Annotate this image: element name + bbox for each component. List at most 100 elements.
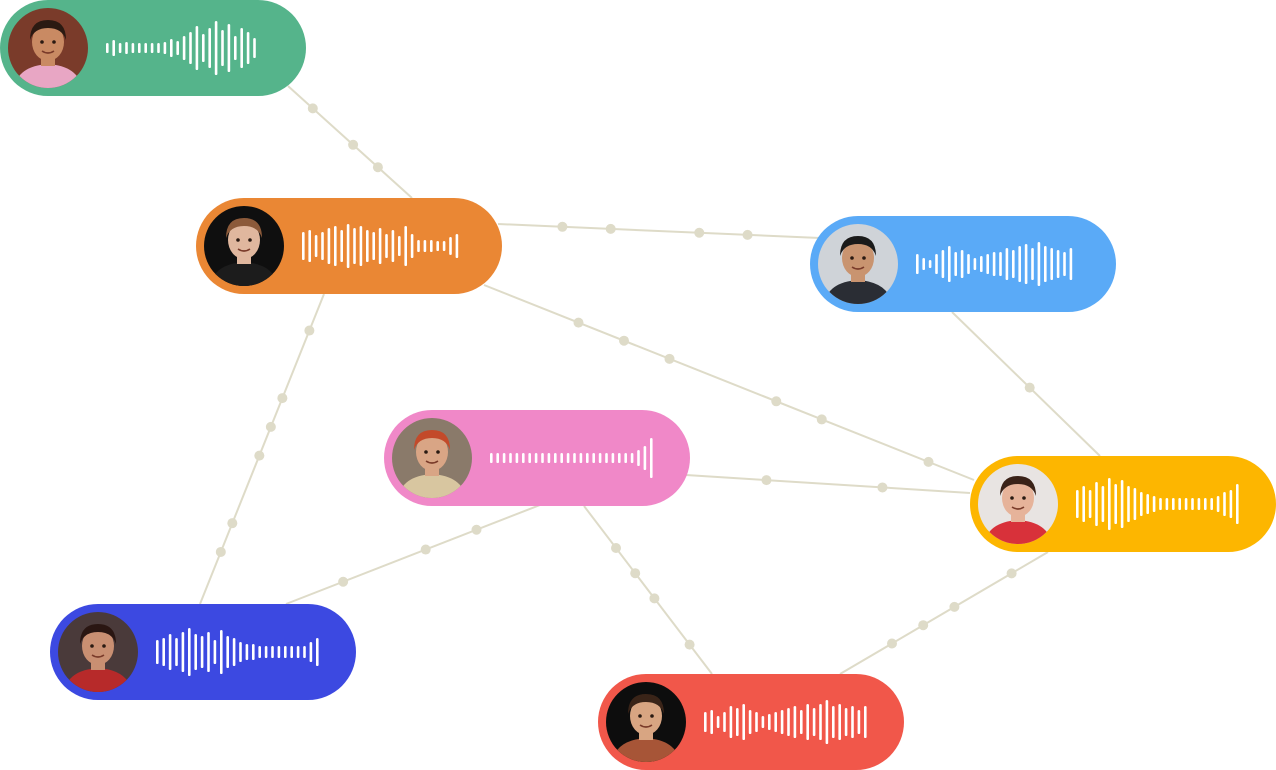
waveform-bar: [359, 226, 363, 266]
edge-dot: [949, 601, 960, 612]
waveform-bar: [1159, 498, 1162, 510]
waveform-bar: [200, 636, 204, 668]
waveform-bar: [309, 642, 313, 662]
waveform-bar: [187, 628, 191, 676]
waveform-bar: [729, 706, 733, 738]
waveform-bar: [436, 241, 439, 251]
waveform-bar: [283, 646, 287, 658]
waveform-bar: [449, 237, 452, 255]
waveform-bar: [605, 453, 608, 463]
waveform-bar: [201, 34, 205, 62]
waveform-bar: [973, 258, 977, 270]
waveform-bar: [321, 232, 324, 260]
edge-dot: [877, 482, 888, 493]
waveform-bar: [1012, 250, 1015, 278]
waveform-icon: [704, 700, 867, 744]
waveform-bar: [637, 450, 640, 466]
waveform-bar: [1165, 498, 1169, 510]
waveform-bar: [232, 638, 236, 666]
waveform-bar: [825, 700, 829, 744]
waveform-bar: [1146, 494, 1149, 514]
voice-node-red[interactable]: [598, 674, 904, 770]
waveform-bar: [515, 453, 519, 463]
waveform-bar: [157, 43, 160, 53]
waveform-bar: [245, 644, 249, 660]
waveform-bar: [455, 234, 459, 258]
waveform-bar: [423, 240, 427, 252]
waveform-bar: [1101, 486, 1105, 522]
waveform-bar: [1005, 248, 1009, 280]
man-serious-avatar: [204, 206, 284, 286]
waveform-bar: [941, 250, 945, 278]
waveform-bar: [1076, 490, 1079, 518]
edge-pink-indigo: [285, 504, 541, 605]
waveform-bar: [168, 634, 172, 670]
edge-yellow-red: [839, 551, 1049, 675]
voice-node-blue[interactable]: [810, 216, 1116, 312]
waveform-bar: [579, 453, 583, 463]
edge-dot: [649, 593, 660, 604]
waveform-bar: [617, 453, 621, 463]
waveform-bar: [735, 708, 739, 736]
waveform-bar: [992, 252, 996, 276]
waveform-bar: [251, 644, 255, 660]
waveform-bar: [207, 632, 210, 672]
waveform-bar: [742, 704, 745, 740]
edge-dot: [348, 139, 359, 150]
waveform-bar: [573, 453, 576, 463]
voice-node-pink[interactable]: [384, 410, 690, 506]
waveform-bar: [643, 446, 647, 470]
waveform-bar: [385, 234, 388, 258]
waveform-bar: [131, 43, 135, 53]
waveform-bar: [935, 254, 938, 274]
edge-dot: [573, 317, 584, 328]
waveform-bar: [755, 712, 758, 732]
waveform-bar: [366, 230, 369, 262]
waveform-bar: [163, 42, 167, 54]
waveform-bar: [928, 260, 932, 268]
waveform-bar: [442, 241, 446, 251]
person-red-cap-avatar: [392, 418, 472, 498]
waveform-bar: [150, 43, 154, 53]
edge-dot: [254, 450, 265, 461]
waveform-bar: [1152, 496, 1156, 512]
waveform-bar: [534, 453, 538, 463]
waveform-bar: [716, 716, 720, 728]
waveform-bar: [496, 453, 499, 463]
voice-node-yellow[interactable]: [970, 456, 1276, 552]
waveform-bar: [175, 638, 178, 666]
waveform-bar: [181, 632, 185, 672]
edge-dot: [611, 543, 621, 553]
waveform-bar: [404, 226, 407, 266]
voice-node-indigo[interactable]: [50, 604, 356, 700]
waveform-bar: [308, 230, 311, 262]
waveform-bar: [1107, 478, 1111, 530]
man-beanie-avatar: [818, 224, 898, 304]
waveform-bar: [611, 453, 615, 463]
waveform-bar: [162, 638, 165, 666]
waveform-bar: [774, 712, 777, 732]
waveform-bar: [1114, 484, 1117, 524]
waveform-bar: [378, 228, 382, 264]
waveform-bar: [521, 453, 525, 463]
voice-node-green[interactable]: [0, 0, 306, 96]
waveform-bar: [303, 646, 306, 658]
voice-node-orange[interactable]: [196, 198, 502, 294]
waveform-bar: [302, 232, 305, 260]
waveform-bar: [566, 453, 570, 463]
waveform-bar: [137, 43, 141, 53]
waveform-bar: [560, 453, 563, 463]
waveform-bar: [1210, 498, 1213, 510]
edge-dot: [277, 393, 288, 404]
waveform-bar: [1127, 486, 1130, 522]
edge-pink-yellow: [685, 474, 971, 494]
edge-blue-yellow: [951, 311, 1101, 457]
edge-dot: [372, 162, 383, 173]
waveform-bar: [195, 26, 199, 70]
waveform-bar: [528, 453, 531, 463]
waveform-bar: [819, 704, 822, 740]
waveform-icon: [156, 628, 319, 676]
waveform-bar: [233, 36, 237, 60]
